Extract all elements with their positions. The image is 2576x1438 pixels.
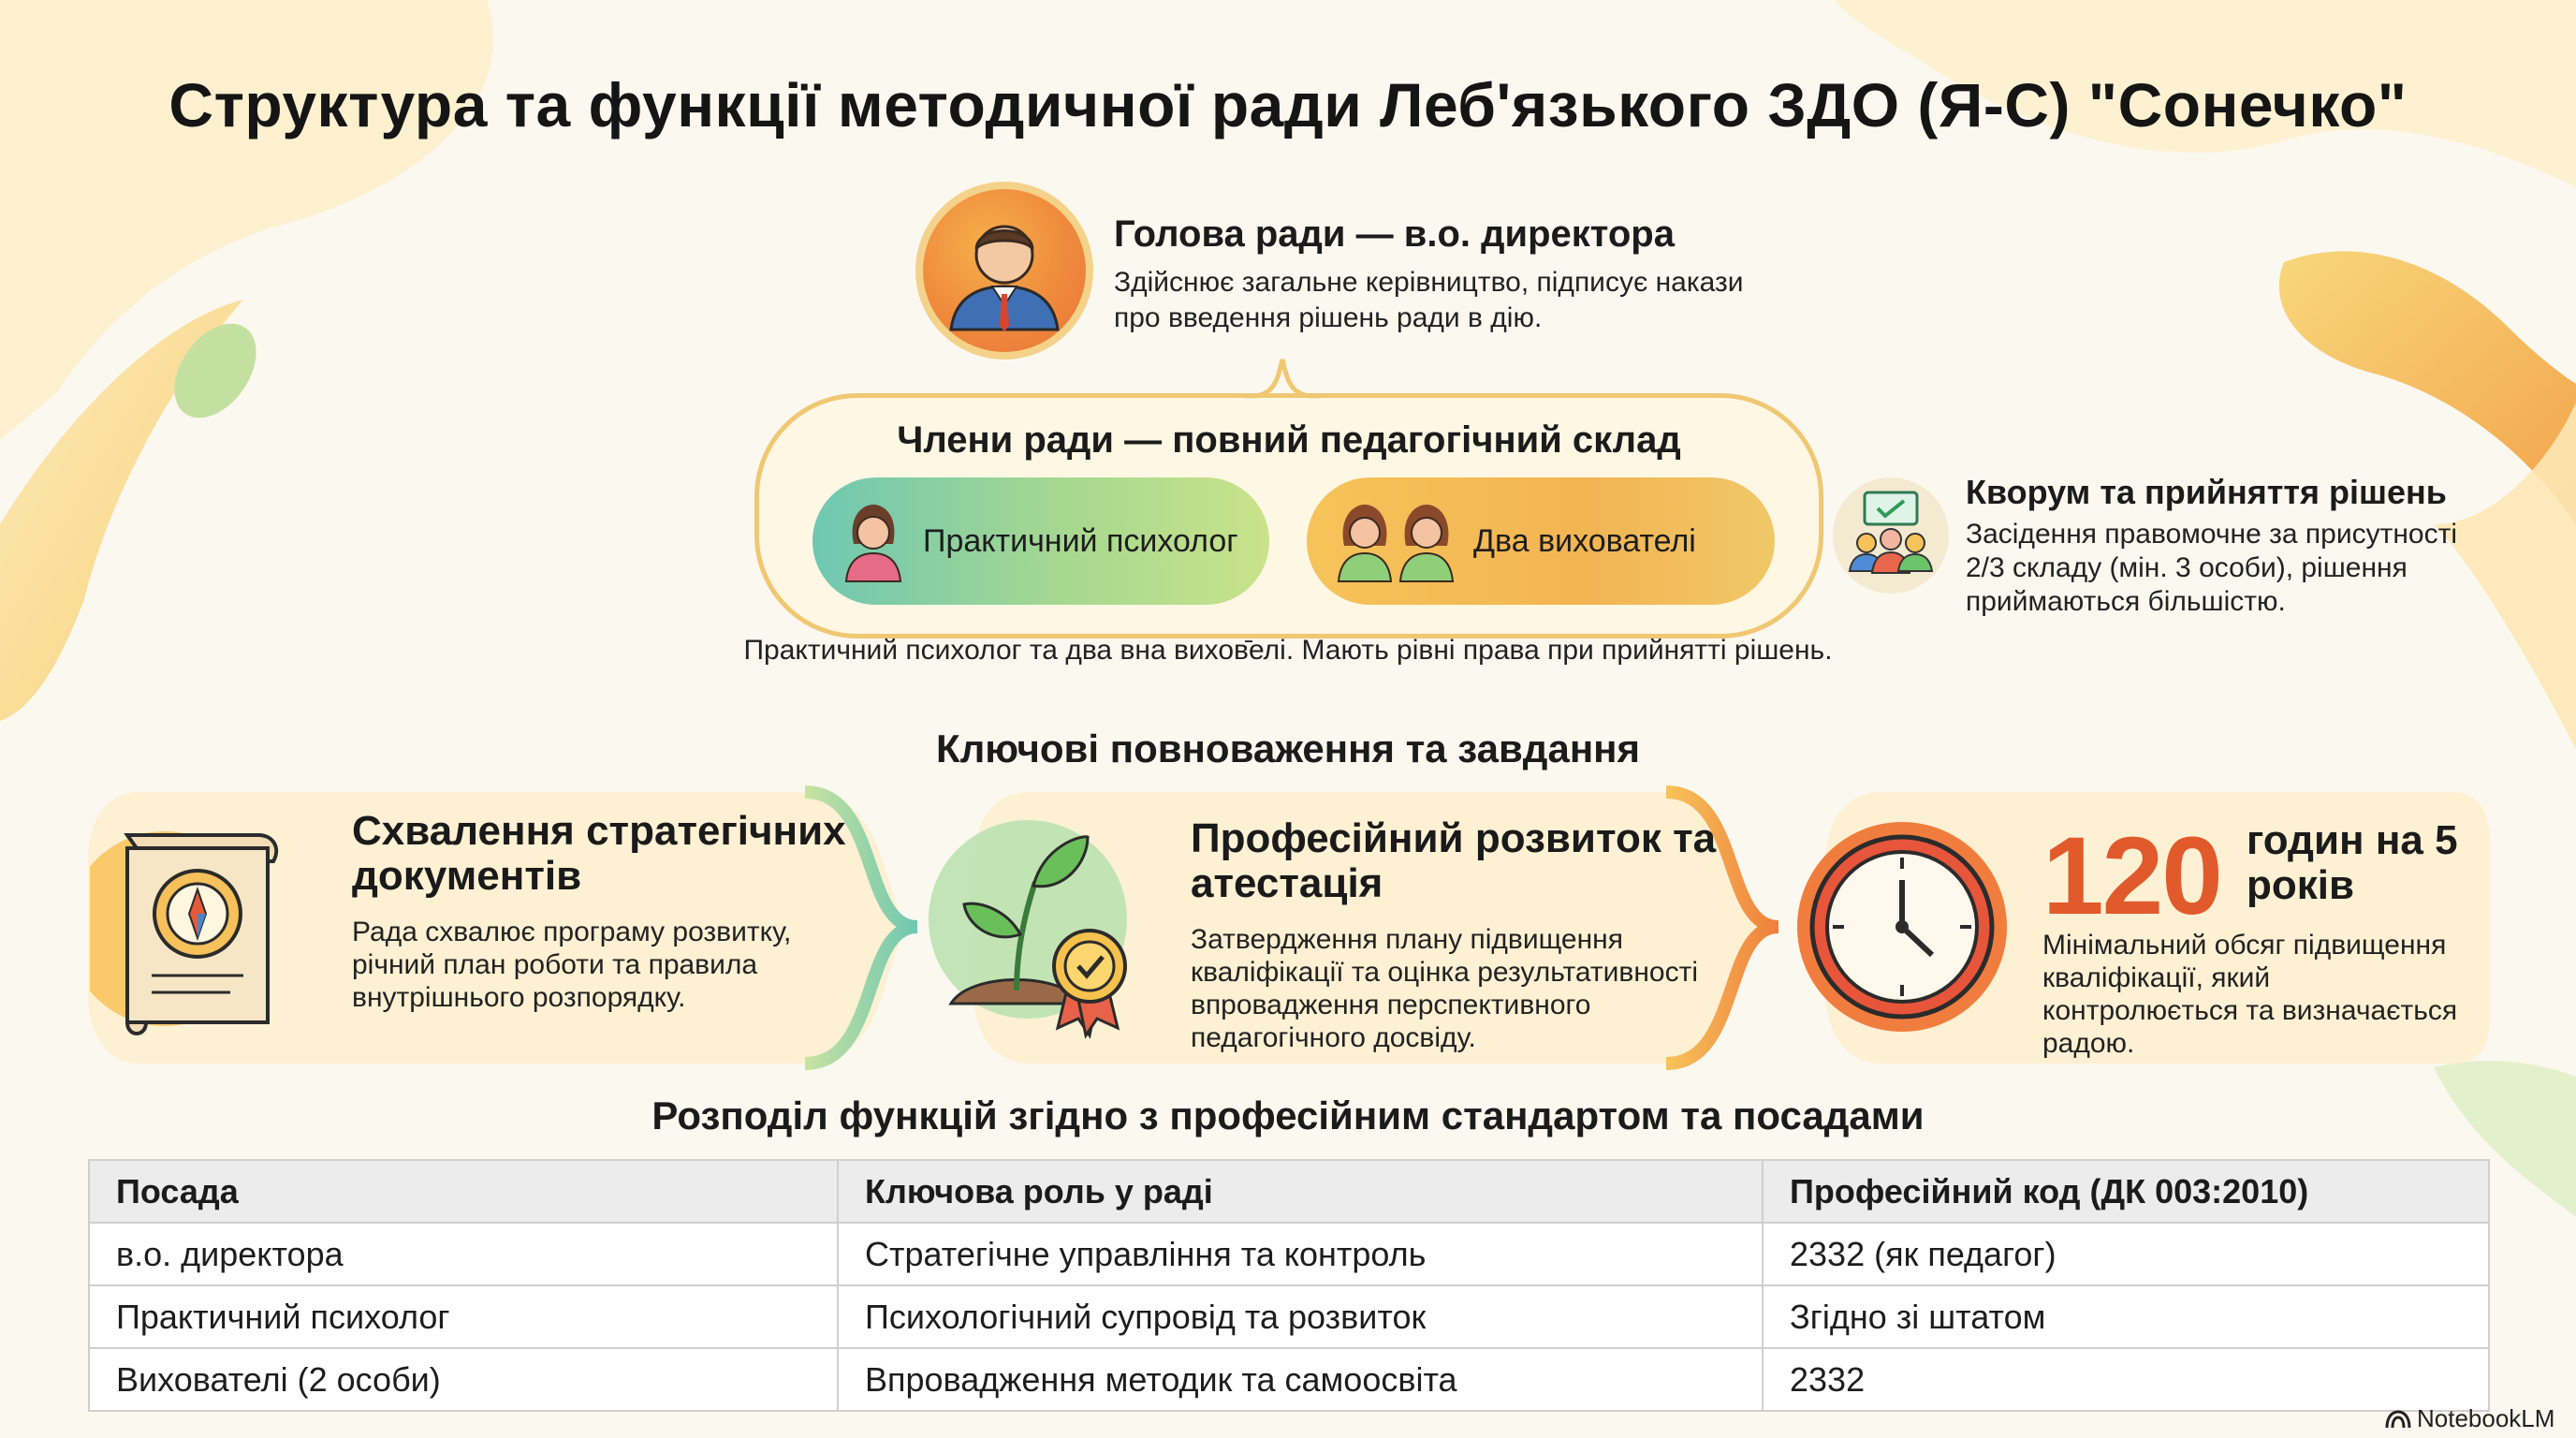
notebooklm-logo-icon (2385, 1409, 2411, 1428)
hours-description: Мінімальний обсяг підвищення кваліфікаці… (2042, 930, 2458, 1059)
member-label: Практичний психолог (923, 522, 1238, 559)
distribution-table: Посада Ключова роль у раді Професійний к… (88, 1159, 2490, 1412)
hours-number: 120 (2042, 814, 2223, 938)
table-header-row: Посада Ключова роль у раді Професійний к… (88, 1159, 2490, 1224)
table-cell: Стратегічне управління та контроль (837, 1222, 1764, 1286)
quorum-title: Кворум та прийняття рішень (1966, 473, 2447, 511)
table-cell: в.о. директора (88, 1222, 839, 1286)
column-header: Посада (88, 1159, 839, 1224)
table-row: в.о. директора Стратегічне управління та… (88, 1222, 2490, 1286)
power-card-strategic: Схвалення стратегічних документів Рада с… (352, 809, 876, 1014)
table-cell: Практичний психолог (88, 1284, 839, 1349)
person-suit-icon (915, 182, 1093, 360)
column-header: Професійний код (ДК 003:2010) (1762, 1159, 2490, 1224)
column-header: Ключова роль у раді (837, 1159, 1764, 1224)
member-pill-psychologist: Практичний психолог (812, 477, 1269, 605)
members-title: Члени ради — повний педагогічний склад (897, 419, 1681, 461)
powers-heading: Ключові повноваження та завдання (935, 726, 1641, 770)
table-cell: 2332 (як педагог) (1762, 1222, 2490, 1286)
table-cell: Вихователі (2 особи) (88, 1347, 839, 1412)
brand-footer: NotebookLM (2385, 1404, 2554, 1433)
table-row: Практичний психолог Психологічний супров… (88, 1284, 2490, 1349)
card-title: Схвалення стратегічних документів (352, 808, 846, 899)
distribution-heading: Розподіл функцій згідно з професійним ст… (651, 1093, 1925, 1137)
woman-icon (844, 505, 902, 582)
group-vote-icon (1833, 477, 1949, 594)
brand-label: NotebookLM (2417, 1404, 2555, 1432)
member-pill-educators: Два вихователі (1307, 477, 1775, 605)
table-cell: Впровадження методик та самоосвіта (837, 1347, 1764, 1412)
scroll-compass-icon (90, 831, 279, 1035)
hours-label: годин на 5 років (2247, 817, 2458, 908)
head-title: Голова ради — в.о. директора (1114, 213, 1675, 255)
quorum-description: Засідення правомочне за присутності 2/3 … (1966, 519, 2457, 617)
card-title: Професійний розвиток та атестація (1191, 815, 1717, 906)
power-card-development: Професійний розвиток та атестація Затвер… (1191, 816, 1734, 1054)
card-description: Затвердження плану підвищення кваліфікац… (1191, 924, 1699, 1053)
members-note: Практичний психолог та два вна вихов̄елі… (743, 635, 1833, 666)
two-women-icon (1337, 505, 1455, 582)
head-description: Здійснює загальне керівництво, підписує … (1114, 267, 1744, 333)
member-label: Два вихователі (1473, 522, 1696, 559)
table-cell: Психологічний супровід та розвиток (837, 1284, 1764, 1349)
table-row: Вихователі (2 особи) Впровадження методи… (88, 1347, 2490, 1412)
table-cell: Згідно зі штатом (1762, 1284, 2490, 1349)
table-cell: 2332 (1762, 1347, 2490, 1412)
clock-icon (1797, 822, 2007, 1032)
page-title: Структура та функції методичної ради Леб… (168, 70, 2408, 139)
sprout-badge-icon (929, 820, 1127, 1039)
card-description: Рада схвалює програму розвитку, річний п… (352, 917, 792, 1013)
